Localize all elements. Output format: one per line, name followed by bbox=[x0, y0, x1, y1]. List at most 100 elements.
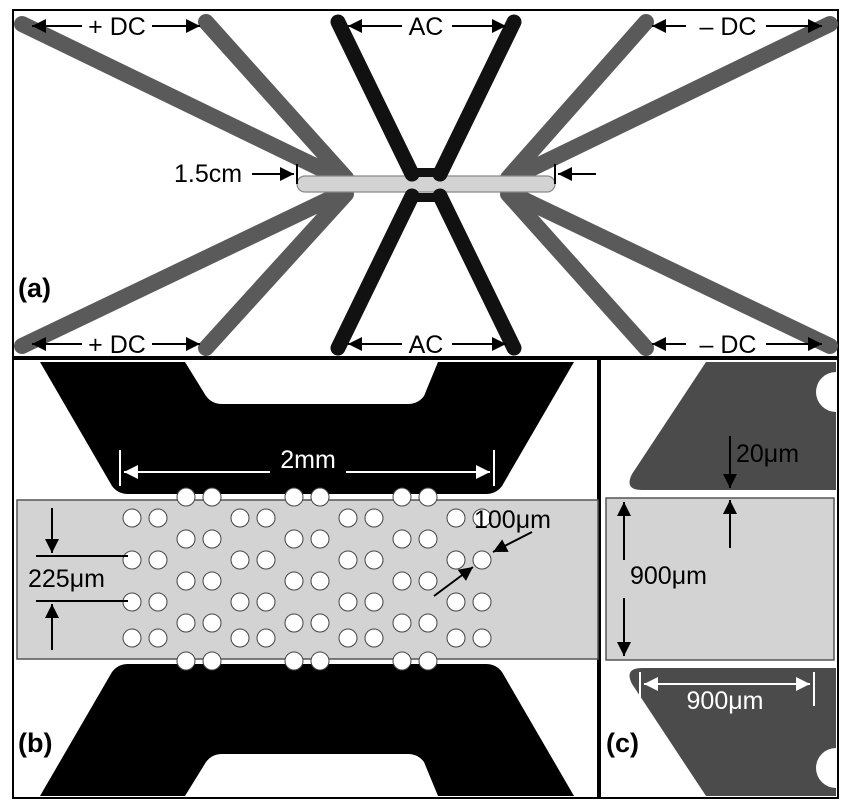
panel-a-label: (a) bbox=[18, 273, 51, 303]
hole bbox=[122, 550, 142, 570]
hole bbox=[310, 613, 330, 633]
ac-bridge-top bbox=[408, 168, 444, 177]
hole bbox=[338, 628, 358, 648]
panel-c-label: (c) bbox=[606, 728, 639, 758]
hole bbox=[202, 651, 222, 671]
trap-region-corner bbox=[605, 497, 835, 661]
hole bbox=[418, 529, 438, 549]
pitch-label: 225μm bbox=[28, 565, 105, 593]
ac-rods bbox=[330, 14, 522, 356]
panel-a: + DC AC – DC + DC AC – DC 1.5cm (a) bbox=[12, 9, 839, 359]
hole-size-label: 100μm bbox=[474, 506, 551, 534]
hole bbox=[148, 508, 168, 528]
hole bbox=[256, 628, 276, 648]
hole bbox=[176, 571, 196, 591]
dc-rods bbox=[14, 14, 838, 356]
hole bbox=[284, 651, 304, 671]
hole bbox=[148, 550, 168, 570]
hole bbox=[392, 571, 412, 591]
gap-width-label: 2mm bbox=[280, 446, 336, 474]
hole bbox=[202, 487, 222, 507]
bottom-electrode bbox=[40, 664, 574, 796]
bottom-electrode-corner bbox=[629, 668, 836, 796]
hole-size-arrow-bottom bbox=[433, 566, 474, 597]
dc-rod-bottom-left-outer bbox=[14, 186, 348, 354]
panel-c: 20μm 900μm 900μm (c) bbox=[599, 358, 839, 799]
top-left-dc-label: + DC bbox=[88, 13, 146, 41]
bottom-ac-label: AC bbox=[409, 331, 444, 359]
trap-region bbox=[16, 499, 599, 660]
hole bbox=[230, 550, 250, 570]
hole bbox=[122, 628, 142, 648]
gap-label: 20μm bbox=[736, 440, 799, 468]
hole bbox=[256, 508, 276, 528]
panel-b-label: (b) bbox=[18, 728, 52, 758]
dc-rod-top-right-inner bbox=[500, 14, 654, 186]
bottom-right-dc-label: – DC bbox=[700, 331, 757, 359]
trap-bar bbox=[296, 175, 556, 193]
width-label: 900μm bbox=[687, 687, 764, 715]
hole bbox=[202, 613, 222, 633]
hole bbox=[202, 529, 222, 549]
top-ac-label: AC bbox=[409, 13, 444, 41]
hole bbox=[176, 529, 196, 549]
hole bbox=[446, 508, 466, 528]
hole bbox=[122, 508, 142, 528]
hole bbox=[418, 571, 438, 591]
hole bbox=[338, 592, 358, 612]
dc-rod-top-left-inner bbox=[198, 14, 354, 186]
hole bbox=[472, 592, 492, 612]
hole bbox=[176, 651, 196, 671]
hole bbox=[446, 628, 466, 648]
top-electrode bbox=[40, 362, 574, 494]
hole bbox=[472, 628, 492, 648]
hole bbox=[364, 628, 384, 648]
hole bbox=[338, 550, 358, 570]
hole bbox=[310, 487, 330, 507]
hole bbox=[392, 613, 412, 633]
hole bbox=[392, 487, 412, 507]
hole-size-arrow-top bbox=[492, 531, 533, 553]
ac-rod-bottom-left bbox=[330, 188, 420, 356]
hole bbox=[202, 571, 222, 591]
hole bbox=[230, 508, 250, 528]
hole bbox=[176, 613, 196, 633]
ac-rod-top-right bbox=[432, 14, 522, 182]
hole bbox=[446, 592, 466, 612]
panel-b: 2mm 225μm 100μm (b) bbox=[12, 358, 599, 799]
dc-rod-bottom-left-inner bbox=[198, 186, 354, 356]
length-label: 1.5cm bbox=[174, 160, 242, 188]
dc-rod-top-right-outer bbox=[504, 16, 838, 186]
ac-rod-bottom-right bbox=[432, 188, 522, 356]
hole bbox=[472, 508, 492, 528]
hole bbox=[256, 592, 276, 612]
hole bbox=[148, 592, 168, 612]
hole bbox=[338, 508, 358, 528]
hole bbox=[310, 571, 330, 591]
hole bbox=[284, 529, 304, 549]
hole-array bbox=[122, 487, 492, 671]
ac-rod-top-left bbox=[330, 14, 420, 182]
height-label: 900μm bbox=[630, 562, 707, 590]
hole bbox=[472, 550, 492, 570]
hole bbox=[284, 571, 304, 591]
hole bbox=[148, 628, 168, 648]
hole bbox=[364, 550, 384, 570]
hole bbox=[256, 550, 276, 570]
dc-rod-top-left-outer bbox=[14, 16, 348, 186]
dc-rod-bottom-right-inner bbox=[500, 186, 654, 356]
hole bbox=[284, 613, 304, 633]
hole bbox=[310, 529, 330, 549]
hole bbox=[230, 628, 250, 648]
top-electrode-corner bbox=[629, 362, 836, 490]
hole bbox=[446, 550, 466, 570]
hole bbox=[418, 613, 438, 633]
hole bbox=[418, 651, 438, 671]
dc-rod-bottom-right-outer bbox=[504, 186, 838, 354]
hole bbox=[176, 487, 196, 507]
hole bbox=[364, 592, 384, 612]
top-right-dc-label: – DC bbox=[700, 13, 757, 41]
ac-bridge-bottom bbox=[408, 193, 444, 202]
hole bbox=[418, 487, 438, 507]
